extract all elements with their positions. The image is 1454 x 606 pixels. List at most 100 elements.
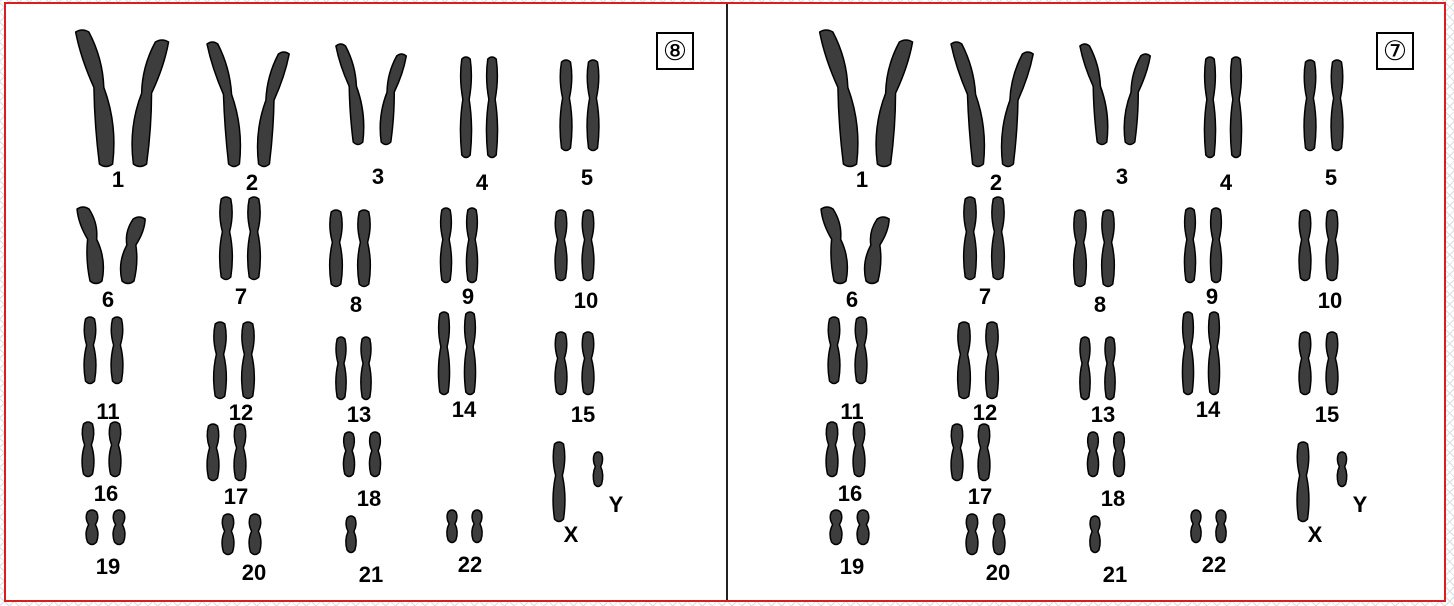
chromosome-number-label: Y	[609, 494, 624, 516]
chromosome	[109, 422, 121, 477]
chromosome-number-label: 14	[1196, 399, 1220, 421]
chromosome	[826, 422, 838, 477]
chromosome-pair-19	[86, 510, 125, 545]
chromosome	[486, 57, 497, 158]
chromosome-pair-16	[826, 422, 865, 477]
chromosome-pair-7	[964, 197, 1005, 280]
chromosome	[343, 432, 354, 477]
chromosome-pair-17	[207, 424, 246, 481]
chromosome-pair-22	[1191, 510, 1226, 543]
chromosome	[958, 322, 971, 399]
chromosome	[380, 54, 406, 145]
chromosome-pair-18	[343, 432, 380, 477]
chromosome	[1208, 312, 1219, 395]
chromosome-pair-4	[460, 57, 497, 158]
chromosome	[132, 40, 169, 167]
panel-marker: ⑧	[656, 32, 694, 70]
chromosome	[1337, 452, 1347, 487]
chromosome	[560, 60, 572, 151]
chromosome	[582, 210, 594, 281]
chromosome-number-label: 6	[846, 289, 858, 311]
chromosome-number-label: 12	[229, 402, 253, 424]
chromosome	[440, 208, 451, 283]
chromosome-number-label: 10	[1318, 290, 1342, 312]
chromosome	[464, 312, 475, 395]
chromosome	[582, 332, 594, 395]
chromosome-number-label: 9	[462, 286, 474, 308]
chromosome-number-label: Y	[1353, 494, 1368, 516]
chromosome	[865, 217, 890, 284]
chromosome-number-label: 9	[1206, 286, 1218, 308]
chromosome-pair-13	[1080, 337, 1115, 400]
chromosome	[214, 322, 227, 399]
chromosome	[1113, 432, 1124, 477]
chromosome	[555, 332, 567, 395]
chromosome	[1299, 210, 1311, 281]
chromosome-pair-3	[1080, 44, 1150, 145]
chromosome	[1304, 60, 1316, 151]
chromosome	[466, 208, 477, 283]
chromosome-number-label: 15	[571, 404, 595, 426]
chromosome-number-label: 3	[372, 166, 384, 188]
chromosome-number-label: 8	[350, 294, 362, 316]
chromosome-pair-10	[1299, 210, 1338, 281]
chromosome	[1124, 54, 1150, 145]
chromosome-number-label: 3	[1116, 166, 1128, 188]
chromosome	[1105, 337, 1115, 400]
chromosome-number-label: 12	[973, 402, 997, 424]
chromosome-number-label: 21	[1103, 564, 1127, 586]
chromosome	[966, 514, 978, 555]
chromosome	[113, 510, 125, 545]
chromosome-pair-11	[828, 317, 867, 384]
chromosome	[369, 432, 380, 477]
chromosome-pair-x	[553, 442, 565, 522]
chromosome	[1204, 57, 1215, 158]
chromosome-pair-3	[336, 44, 406, 145]
chromosome-pair-5	[560, 60, 599, 151]
chromosome-pair-9	[1184, 208, 1221, 283]
chromosome-number-label: 13	[1091, 404, 1115, 426]
chromosome-pair-5	[1304, 60, 1343, 151]
chromosome-pair-14	[438, 312, 475, 395]
chromosome	[82, 422, 94, 477]
chromosome-number-label: 8	[1094, 294, 1106, 316]
chromosome	[234, 424, 246, 481]
chromosome-pair-17	[951, 424, 990, 481]
chromosome-number-label: 14	[452, 399, 476, 421]
chromosome	[951, 424, 963, 481]
chromosome	[336, 44, 364, 145]
karyotype-panel-right: 12345678910111213141516171819202122XY⑦	[728, 4, 1444, 600]
chromosome	[1331, 60, 1343, 151]
chromosome-pair-19	[830, 510, 869, 545]
chromosome-pair-6	[821, 207, 889, 284]
chromosome-number-label: 5	[581, 167, 593, 189]
chromosome-number-label: 6	[102, 289, 114, 311]
chromosome-pair-6	[77, 207, 145, 284]
chromosome	[587, 60, 599, 151]
chromosome	[1210, 208, 1221, 283]
chromosome	[361, 337, 371, 400]
chromosome-pair-2	[951, 42, 1033, 167]
chromosome-pair-20	[966, 514, 1005, 555]
chromosome-number-label: 4	[476, 172, 488, 194]
chromosome-pair-13	[336, 337, 371, 400]
chromosome-pair-2	[207, 42, 289, 167]
chromosome-pair-10	[555, 210, 594, 281]
chromosome-pair-1	[820, 30, 913, 167]
chromosome	[1182, 312, 1193, 395]
chromosome	[1087, 432, 1098, 477]
chromosome	[84, 317, 96, 384]
chromosome-pair-x	[1297, 442, 1309, 522]
chromosome-pair-8	[330, 210, 371, 287]
chromosome-number-label: 1	[112, 169, 124, 191]
chromosome	[1326, 332, 1338, 395]
chromosome-pair-8	[1074, 210, 1115, 287]
chromosome-number-label: 11	[96, 401, 119, 423]
chromosome-number-label: 2	[990, 172, 1002, 194]
chromosome-pair-y	[1337, 452, 1347, 487]
chromosome-number-label: 1	[856, 169, 868, 191]
chromosome-pair-21	[346, 516, 356, 553]
chromosome	[222, 514, 234, 555]
chromosome	[951, 42, 984, 167]
chromosome-pair-14	[1182, 312, 1219, 395]
